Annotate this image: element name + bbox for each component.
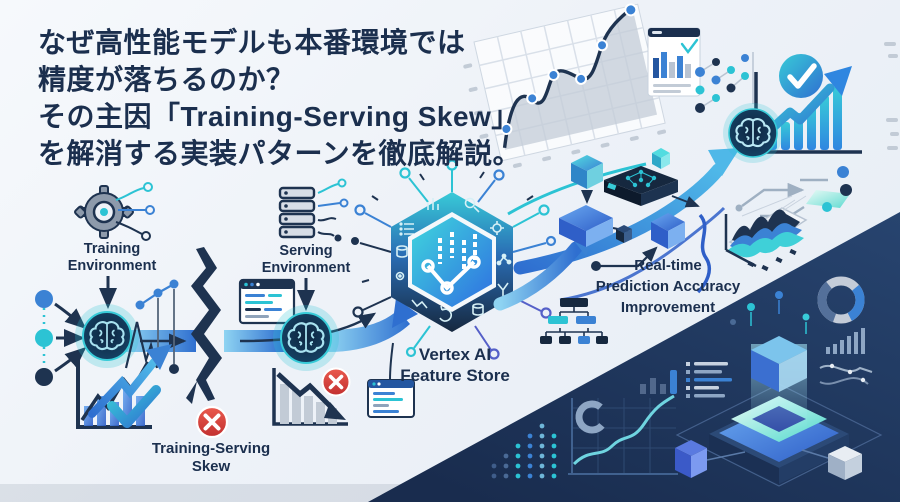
dark-line-chart-icon [568,394,678,475]
server-circuit-icon [278,178,349,242]
title-line: 精度が落ちるのか？ [38,64,295,95]
error-x-icon [321,367,351,397]
circuit-doodles [735,166,852,218]
error-x-icon [195,405,229,439]
list-mini-icon [399,222,414,236]
edge-dashes [884,42,899,150]
crack-icon [186,247,222,404]
cube-icon [616,225,632,243]
title-line: なぜ高性能モデルも本番環境では [38,27,466,58]
dark-panel [368,212,900,502]
check-badge-icon [779,54,823,98]
dot-matrix-icon [491,423,557,479]
analytics-window-icon [647,27,701,97]
training-environment-label: Training Environment [67,241,157,274]
magnifier-mini-icon [464,197,480,213]
brain-node-icon [273,305,339,371]
dot-cluster-icon [695,52,754,113]
title-line: その主因「Training-Serving Skew」 [38,101,520,132]
branch-mini-icon [497,282,509,296]
bars-mini-icon [427,198,439,210]
database-mini-icon [472,303,484,316]
training-serving-skew-label: Training-Serving Skew [151,440,271,475]
brain-node-icon [75,304,139,368]
trend-mini-icon [411,299,428,309]
cube-icon [652,148,670,169]
code-window-icon [367,379,415,418]
nodes-mini-icon [496,253,512,266]
title-line: を解消する実装パターンを徹底解説。 [38,138,522,169]
wave-lines-icon [819,363,873,385]
gear-circuit-icon [74,182,155,241]
vertex-ai-feature-store-label: Vertex AI Feature Store [400,345,510,385]
cube-flow [559,148,700,271]
flowchart-icon [540,298,608,344]
refresh-mini-icon [439,305,453,322]
spark-bars-icon [826,328,865,354]
dark-bars-icon [640,370,677,394]
feature-store-hexagon-icon [351,159,557,381]
chip-icon [604,166,678,206]
ridge-chart-icon [724,195,808,272]
realtime-accuracy-label: Real-time Prediction Accuracy Improvemen… [595,257,741,316]
feature-input-dots [35,290,87,386]
s-curve-line [696,213,711,294]
cube-gray-icon [801,446,862,480]
dark-list-icon [686,362,732,398]
accuracy-chart-up-icon [76,344,172,429]
cube-icon [571,155,603,189]
line-chart-icon [463,3,667,168]
brain-node-icon [723,103,783,163]
cube-icon [651,213,685,249]
donut-chart-icon [817,276,865,324]
database2-mini-icon [396,245,408,258]
cube-icon [675,440,746,478]
gear-mini-icon [490,221,504,235]
dots-gear-mini-icon [395,271,405,281]
isometric-platform-icon [675,291,883,487]
cube-icon [559,205,613,247]
page-title: なぜ高性能モデルも本番環境では 精度が落ちるのか？ その主因「Training-… [38,24,521,172]
bar-chart-down-icon [272,367,351,426]
serving-environment-label: Serving Environment [261,243,351,276]
pulse-doodle [124,279,179,374]
code-window-icon [238,278,296,325]
